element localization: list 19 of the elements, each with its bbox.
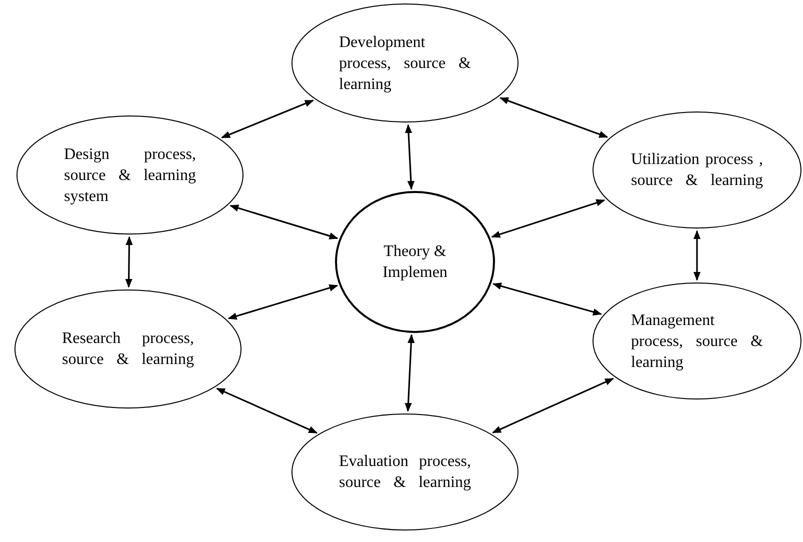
node-label: Design process, source & learning system (64, 144, 196, 206)
node-label: Evaluation process, source & learning (339, 452, 471, 493)
double-arrow (492, 282, 602, 316)
double-arrow (404, 124, 415, 190)
double-arrow (491, 199, 606, 238)
node-label: Development process, source & learning (339, 32, 471, 94)
double-arrow (216, 388, 318, 434)
node-label: Utilization process , source & learning (631, 150, 763, 191)
node-label: Research process, source & learning (62, 329, 194, 370)
double-arrow (499, 97, 608, 138)
double-arrow (404, 334, 415, 412)
node-label: Theory & Implemen (382, 242, 448, 283)
node-label: Management process, source & learning (631, 310, 763, 372)
double-arrow (221, 100, 314, 138)
double-arrow (230, 204, 338, 240)
double-arrow (125, 236, 133, 288)
double-arrow (693, 230, 701, 281)
double-arrow (492, 378, 614, 434)
double-arrow (228, 284, 338, 320)
